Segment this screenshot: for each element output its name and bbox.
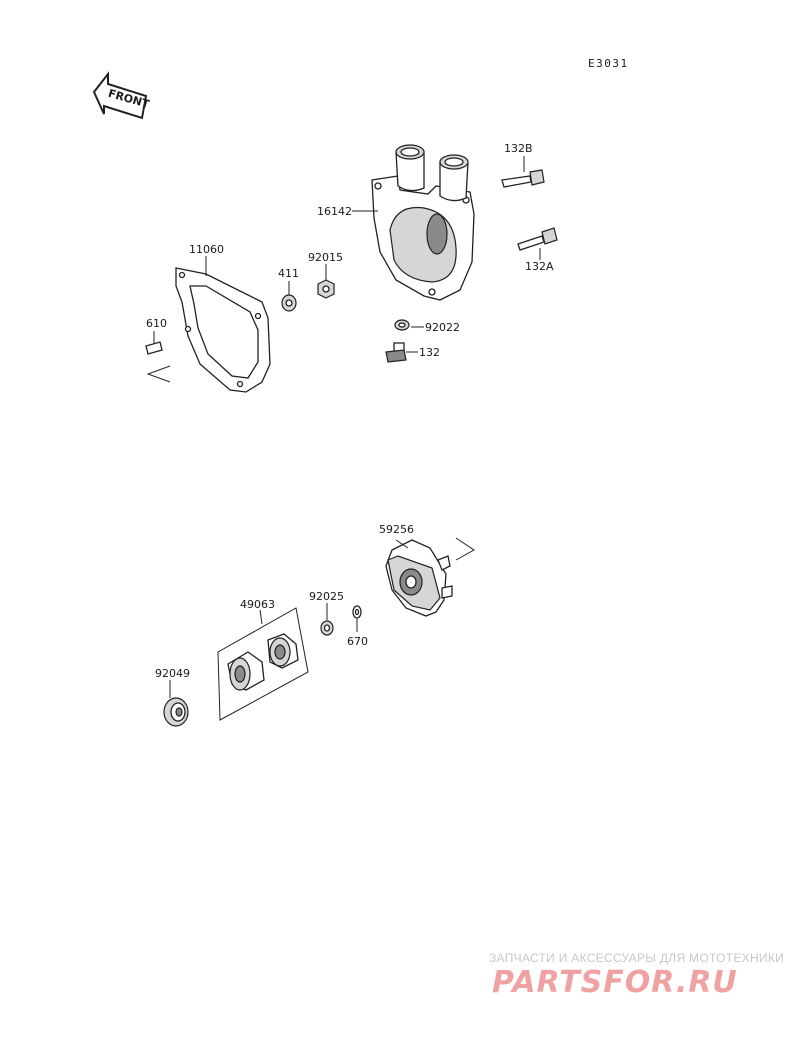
impeller-59256 xyxy=(385,539,453,617)
part-label-59256: 59256 xyxy=(379,523,414,536)
part-label-610: 610 xyxy=(146,317,167,330)
front-direction-arrow: FRONT xyxy=(92,71,151,120)
part-label-92015: 92015 xyxy=(308,251,343,264)
washer-411 xyxy=(281,294,297,312)
washer-670 xyxy=(352,605,362,619)
assembly-reference-mark-left xyxy=(146,365,171,383)
washer-92022 xyxy=(394,319,410,331)
part-label-132B: 132B xyxy=(504,142,533,155)
watermark: ЗАПЧАСТИ И АКСЕССУАРЫ ДЛЯ МОТОТЕХНИКИ PA… xyxy=(489,951,784,1000)
pump-cover-16142 xyxy=(371,144,475,301)
part-label-132A: 132A xyxy=(525,260,554,273)
bolt-132A xyxy=(517,227,558,251)
assembly-reference-mark-right xyxy=(455,537,475,561)
gasket-11060 xyxy=(175,267,271,393)
part-label-11060: 11060 xyxy=(189,243,224,256)
part-label-92049: 92049 xyxy=(155,667,190,680)
part-label-411: 411 xyxy=(278,267,299,280)
part-label-92022: 92022 xyxy=(425,321,460,334)
bolt-132B xyxy=(501,169,545,188)
bearing-92049 xyxy=(163,697,189,727)
diagram-code: E3031 xyxy=(588,57,629,70)
nut-92015 xyxy=(317,279,335,299)
dowel-pin-610 xyxy=(145,341,163,355)
washer-92025 xyxy=(320,620,334,636)
watermark-tagline: ЗАПЧАСТИ И АКСЕССУАРЫ ДЛЯ МОТОТЕХНИКИ xyxy=(489,951,784,965)
mechanical-seal-set-49063 xyxy=(217,607,309,721)
part-label-92025: 92025 xyxy=(309,590,344,603)
part-label-132: 132 xyxy=(419,346,440,359)
part-label-16142: 16142 xyxy=(317,205,352,218)
part-label-49063: 49063 xyxy=(240,598,275,611)
part-label-670: 670 xyxy=(347,635,368,648)
watermark-brand: PARTSFOR.RU xyxy=(492,965,738,1000)
drain-bolt-132 xyxy=(385,342,407,363)
